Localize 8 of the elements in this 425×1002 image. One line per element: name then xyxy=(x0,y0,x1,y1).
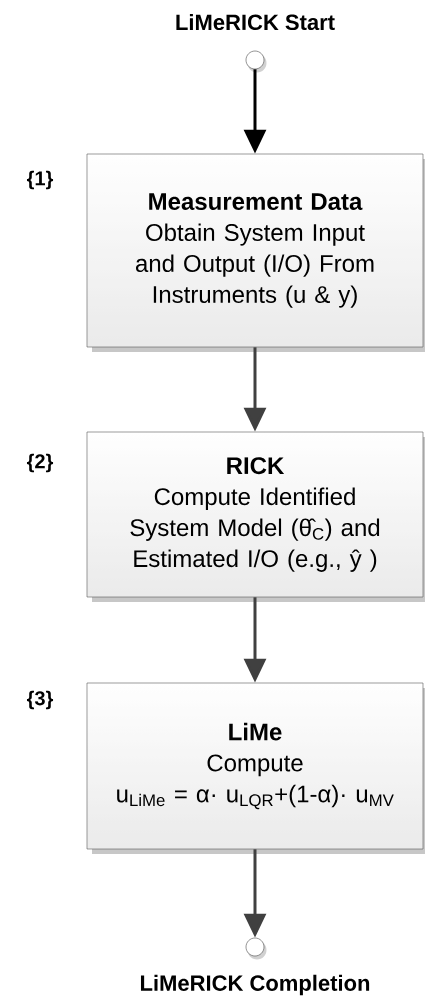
step-number: {3} xyxy=(27,690,54,710)
node-label: LiMeRICK Start xyxy=(176,13,335,31)
process-box: LiMe Compute u$_{LiMe}$ = α· u$_{LQR}$+(1-α)· u$_{MV}$ xyxy=(86,682,425,854)
process-box: RICK Compute Identified System Model (θ̂$_{C}$) and Estimated I/O (e.g., ŷ ) xyxy=(86,431,425,602)
node-label: LiMeRICK Completion xyxy=(140,974,370,996)
step-number: {2} xyxy=(27,453,54,473)
process-box: Measurement Data Obtain System Input and Output (I/O) From Instruments (u & y) xyxy=(86,153,425,352)
step-number: {1} xyxy=(27,170,54,190)
